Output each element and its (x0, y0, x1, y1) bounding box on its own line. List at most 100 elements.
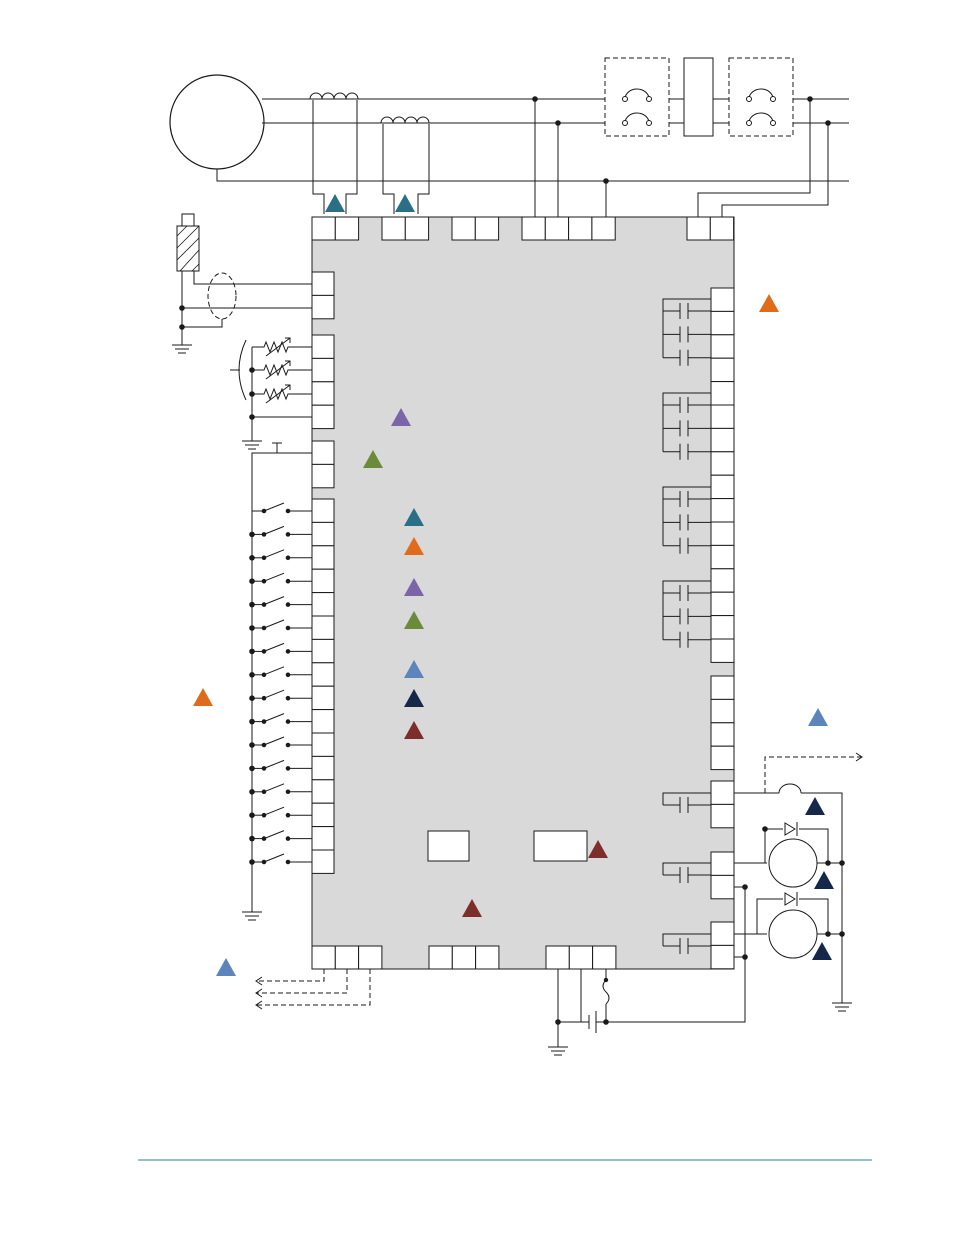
terminal-blocks (311, 216, 735, 970)
terminal (311, 732, 335, 757)
terminal (311, 709, 335, 734)
terminal (311, 826, 335, 851)
note-marker-contact-inputs (193, 688, 213, 706)
relay-group (662, 486, 711, 554)
note-marker-comm-outputs (216, 958, 236, 976)
comm-arrows (255, 976, 263, 1010)
terminal (710, 851, 735, 876)
terminal (710, 427, 735, 453)
current-transformer-a (309, 92, 359, 214)
note-marker-legend-3 (404, 578, 424, 596)
relay-output-contacts (662, 298, 711, 954)
terminal (334, 945, 360, 970)
note-marker-ct-a (325, 194, 345, 212)
terminal (710, 310, 735, 336)
relay-group (662, 580, 711, 648)
terminal (311, 849, 335, 874)
terminal (404, 216, 430, 241)
contact-switch (249, 806, 312, 818)
rtd-junctions (249, 367, 255, 420)
terminal (475, 945, 500, 970)
note-marker-speed-input (363, 450, 383, 468)
terminal (710, 780, 735, 805)
terminal (710, 638, 735, 663)
terminal (710, 498, 735, 523)
terminal (311, 592, 335, 617)
terminal (568, 216, 593, 241)
terminal (710, 615, 735, 640)
terminal (710, 675, 735, 700)
contact-input-switches (249, 502, 312, 865)
terminal (334, 216, 360, 241)
terminal (451, 216, 476, 241)
terminal (474, 216, 500, 241)
note-marker-motor-1 (814, 871, 834, 889)
terminal (311, 463, 335, 489)
terminal (311, 381, 335, 406)
terminal (381, 216, 406, 241)
terminal (568, 945, 594, 970)
relay-group (662, 862, 711, 883)
note-marker-legend-6 (404, 689, 424, 707)
magnetic-pickup (172, 213, 312, 354)
note-marker-legend-1 (404, 508, 424, 526)
terminal (710, 591, 735, 617)
terminal (311, 521, 335, 547)
terminal (710, 568, 735, 593)
contact-input-bus (242, 442, 312, 921)
contact-switch (252, 502, 312, 514)
note-marker-rtd-inputs (391, 408, 411, 426)
terminal (710, 745, 735, 771)
terminal (428, 945, 453, 970)
voltage-sense-wires (534, 99, 829, 217)
note-marker-aux-output (808, 708, 828, 726)
note-markers (193, 194, 834, 976)
breaker-right (728, 57, 794, 137)
terminal (710, 287, 735, 312)
terminal (710, 921, 735, 946)
terminal (710, 404, 735, 429)
contact-switch (249, 549, 312, 561)
note-marker-module-b (588, 840, 608, 858)
transfer-switch (683, 57, 714, 137)
note-marker-ct-b (395, 194, 415, 212)
note-marker-motor-2 (812, 942, 832, 960)
terminal (710, 451, 735, 476)
terminal (311, 334, 335, 359)
terminal (311, 294, 335, 320)
diode-2 (784, 892, 798, 906)
relay-group (662, 298, 711, 366)
contact-switch (249, 572, 312, 584)
terminal (311, 404, 335, 430)
terminal (710, 521, 735, 546)
relay-group (662, 933, 711, 954)
terminal (311, 755, 335, 781)
terminal (311, 685, 335, 711)
relay-group (662, 392, 711, 460)
note-marker-legend-2 (404, 537, 424, 555)
terminal (311, 440, 335, 465)
breaker-left (604, 57, 670, 137)
terminal (358, 945, 383, 970)
terminal (710, 544, 735, 570)
diode-1 (784, 822, 798, 836)
contact-switch (249, 713, 312, 725)
contact-switch (249, 596, 312, 608)
terminal (710, 803, 735, 829)
terminal (591, 216, 616, 241)
junction-dots-top (532, 96, 831, 184)
terminal (686, 216, 711, 241)
internal-module-b (533, 830, 588, 862)
current-transformer-b (380, 116, 430, 214)
terminal (311, 802, 335, 828)
note-marker-legend-4 (404, 611, 424, 629)
terminal (710, 944, 735, 970)
terminal (709, 216, 735, 241)
terminal (544, 216, 570, 241)
contact-switch (249, 642, 312, 655)
terminal (311, 945, 336, 970)
battery-junctions (555, 977, 609, 1025)
terminal (311, 545, 335, 570)
terminal (710, 874, 735, 900)
comm-output-wires (256, 969, 371, 1006)
